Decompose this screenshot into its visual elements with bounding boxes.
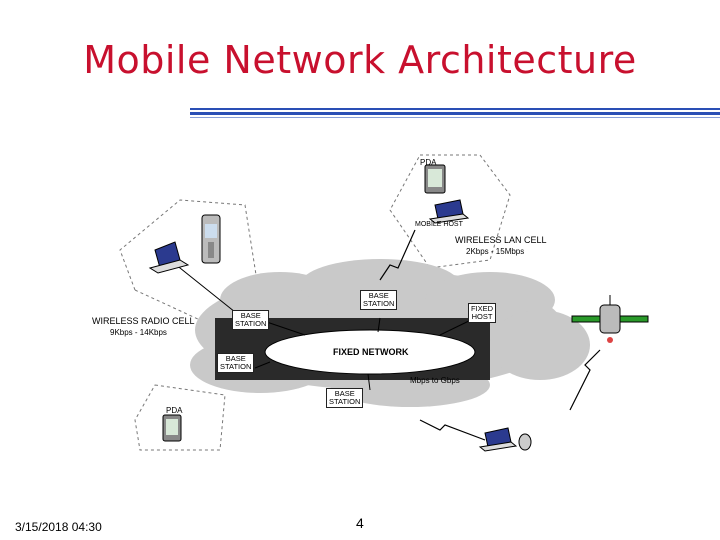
slide-title: Mobile Network Architecture	[83, 38, 637, 82]
laptop-bottom-icon	[478, 427, 532, 452]
wireless-radio-cell-label: WIRELESS RADIO CELL	[92, 316, 195, 326]
mobile-host-label: MOBILE HOST	[415, 221, 463, 228]
pda-bottom-icon	[162, 414, 182, 442]
cell-outlines	[119, 154, 511, 451]
network-diagram-graphics	[119, 154, 649, 452]
pda-top-icon	[424, 164, 446, 194]
fixed-network-ellipse	[264, 329, 476, 375]
base-station-lower-left: BASE STATION	[217, 353, 255, 373]
slide-date: 3/15/2018 04:30	[15, 520, 102, 534]
radio-speed-label: 9Kbps - 14Kbps	[110, 328, 167, 337]
wireless-lan-cell-label: WIRELESS LAN CELL	[455, 235, 547, 245]
satellite-icon	[571, 295, 649, 343]
mobile-phone-icon	[201, 214, 221, 264]
zig-satellite	[569, 349, 601, 411]
zig-lan	[379, 229, 416, 281]
fixed-host-box: FIXED HOST	[468, 303, 497, 323]
pda-bottom-label: PDA	[166, 406, 183, 415]
laptop-top-icon	[428, 199, 470, 224]
radio-cell-outline	[119, 199, 261, 321]
base-station-top: BASE STATION	[360, 290, 398, 310]
pda-top-label: PDA	[420, 158, 437, 167]
lan-speed-label: 2Kbps - 15Mbps	[466, 247, 525, 256]
base-station-left: BASE STATION	[232, 310, 270, 330]
network-diagram: PDA MOBILE HOST WIRELESS LAN CELL 2Kbps …	[80, 150, 660, 460]
speed-note-label: Mbps to Gbps	[410, 376, 460, 385]
page-number: 4	[356, 515, 364, 531]
base-station-bottom: BASE STATION	[326, 388, 364, 408]
wireless-links	[379, 229, 601, 441]
zig-laptop	[419, 419, 486, 441]
lan-cell-outline	[389, 154, 511, 269]
title-rule	[190, 108, 720, 120]
fixed-network-label: FIXED NETWORK	[333, 347, 409, 357]
laptop-radio-icon	[148, 241, 190, 274]
